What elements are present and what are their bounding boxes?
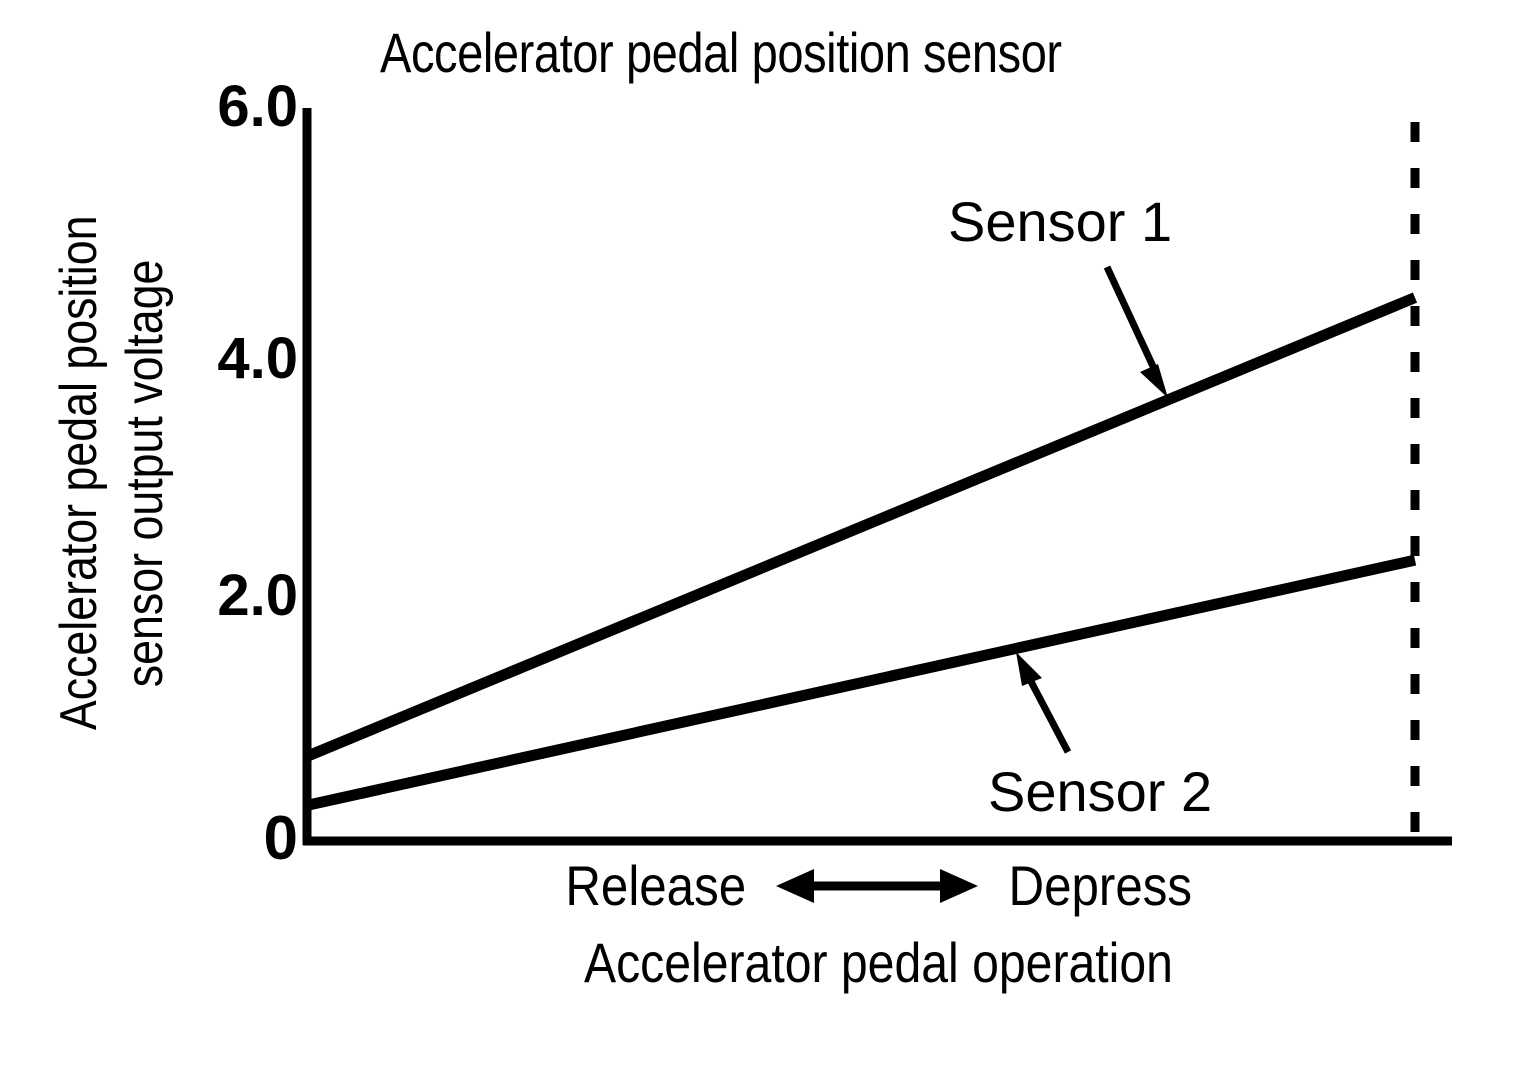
x-direction-right-label: Depress — [1008, 854, 1192, 917]
y-tick-label-0: 0 — [263, 804, 298, 873]
series-annotation-sensor-2: Sensor 2 — [988, 760, 1213, 823]
x-axis-direction-row: Release Depress — [305, 856, 1452, 916]
sensor-1-annotation-arrow — [1103, 265, 1168, 398]
series-line-sensor-2 — [305, 554, 1417, 811]
x-axis-label-text: Accelerator pedal operation — [583, 931, 1173, 994]
sensor-2-annotation-arrow — [1016, 652, 1072, 754]
y-tick-label-6: 6.0 — [217, 74, 298, 139]
y-tick-label-2: 2.0 — [217, 563, 298, 628]
double-headed-arrow-icon — [772, 866, 982, 906]
y-tick-label-4: 4.0 — [217, 326, 298, 391]
series-line-sensor-1 — [304, 292, 1418, 762]
x-axis-label: Accelerator pedal operation — [305, 932, 1452, 994]
chart-title: Accelerator pedal position sensor — [380, 21, 1062, 84]
x-direction-left-label: Release — [564, 854, 746, 917]
series-annotation-sensor-1: Sensor 1 — [948, 190, 1173, 253]
